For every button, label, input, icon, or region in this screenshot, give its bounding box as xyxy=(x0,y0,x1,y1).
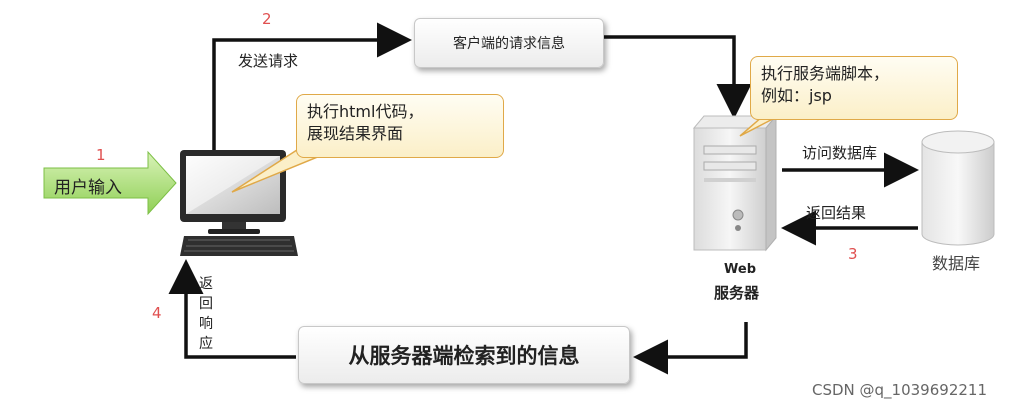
web-server-label-line1: Web xyxy=(724,262,756,277)
watermark: CSDN @q_1039692211 xyxy=(812,381,987,399)
return-response-char-3: 响 xyxy=(199,316,213,332)
database-label: 数据库 xyxy=(932,254,981,273)
server-callout-line1: 执行服务端脚本， xyxy=(761,64,890,83)
return-response-char-4: 应 xyxy=(199,336,213,352)
client-callout-line2: 展现结果界面 xyxy=(307,124,404,143)
return-result-label: 返回结果 xyxy=(806,204,867,222)
retrieved-info-box: 从服务器端检索到的信息 xyxy=(298,326,630,384)
computer-icon xyxy=(180,150,298,256)
web-server-label-line2: 服务器 xyxy=(714,284,760,302)
return-response-arrow xyxy=(168,259,296,359)
step-4-number: 4 xyxy=(152,304,162,322)
client-callout: 执行html代码， 展现结果界面 xyxy=(296,94,504,158)
retrieved-info-label: 从服务器端检索到的信息 xyxy=(348,344,580,368)
server-callout-line2: 例如：jsp xyxy=(761,86,832,105)
server-tower-icon xyxy=(692,114,778,252)
request-to-server-arrow xyxy=(604,35,752,119)
send-request-arrow xyxy=(212,22,412,150)
return-response-char-1: 返 xyxy=(199,276,213,292)
server-to-response-arrow xyxy=(633,322,748,375)
step-1-number: 1 xyxy=(96,146,106,164)
client-request-box: 客户端的请求信息 xyxy=(414,18,604,68)
step-3-number: 3 xyxy=(848,245,858,263)
user-input-label: 用户输入 xyxy=(54,178,122,198)
user-input-arrow xyxy=(43,150,177,216)
database-cylinder-icon xyxy=(921,130,995,246)
step-2-number: 2 xyxy=(262,10,272,28)
server-callout: 执行服务端脚本， 例如：jsp xyxy=(750,56,958,120)
send-request-label: 发送请求 xyxy=(238,52,299,70)
client-request-label: 客户端的请求信息 xyxy=(453,36,565,52)
client-callout-line1: 执行html代码， xyxy=(307,102,424,121)
access-db-label: 访问数据库 xyxy=(802,144,878,162)
return-response-char-2: 回 xyxy=(199,296,213,312)
